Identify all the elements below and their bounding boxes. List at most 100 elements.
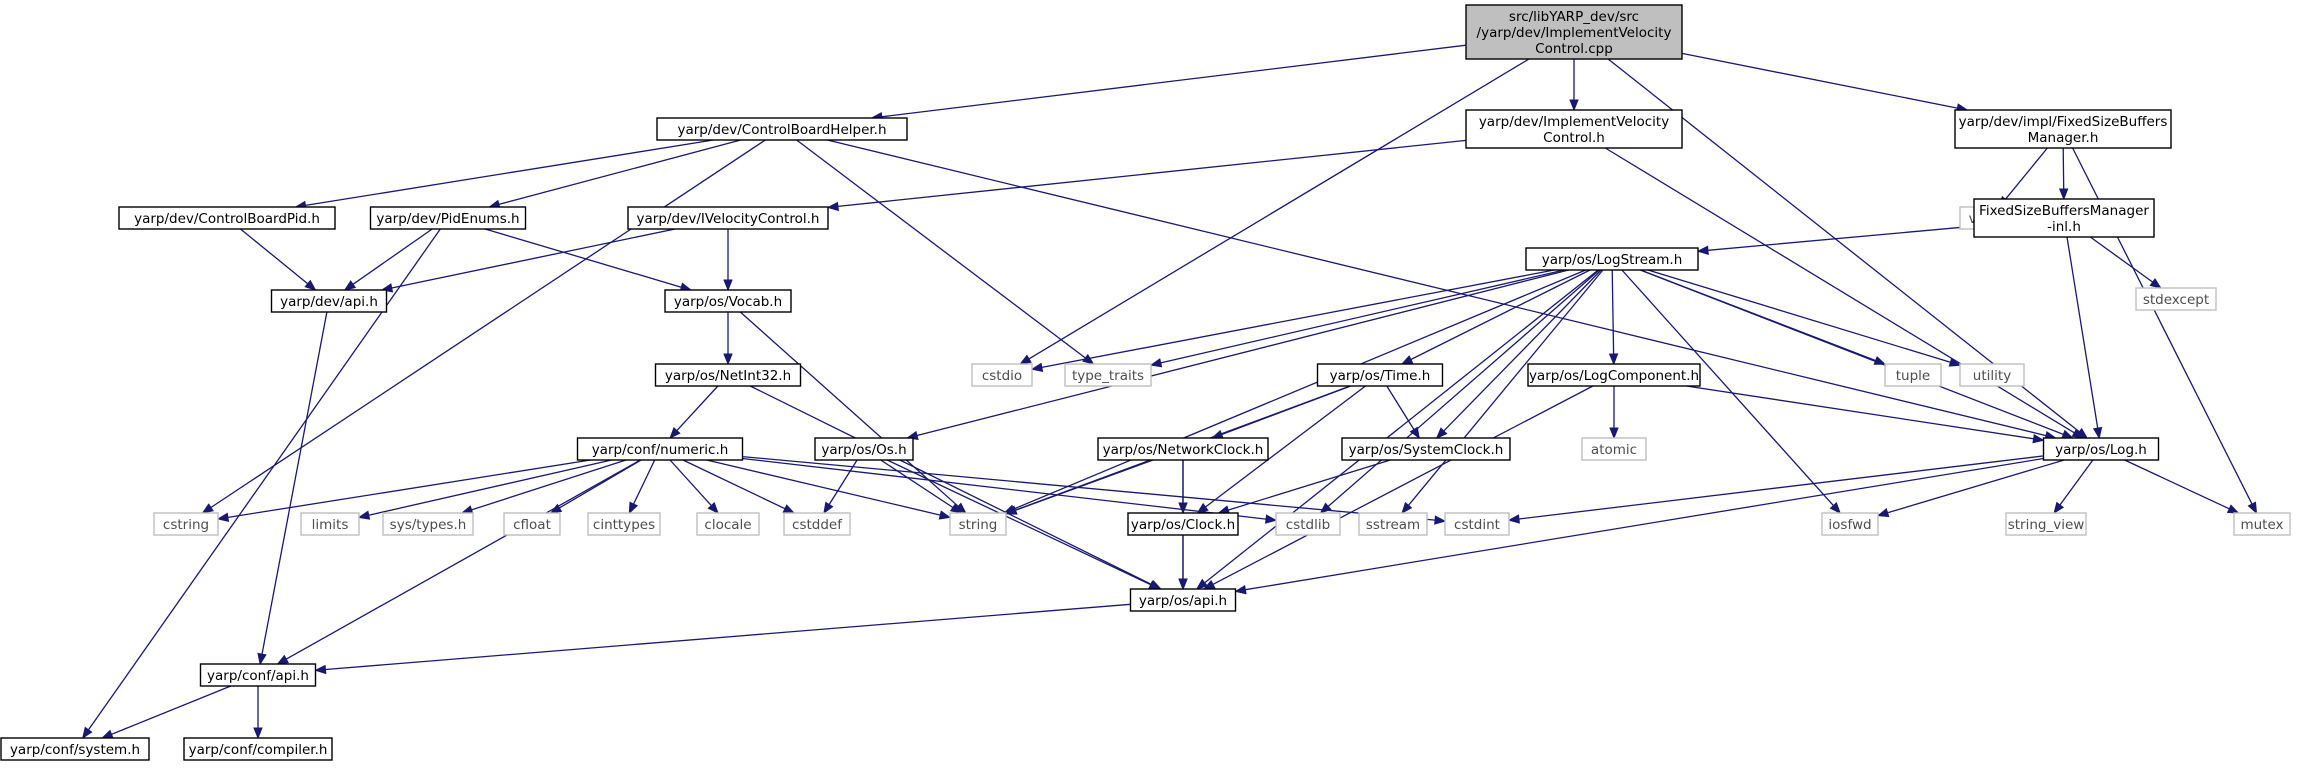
node-box bbox=[1821, 512, 1879, 536]
node-clocale[interactable]: clocale bbox=[696, 512, 760, 536]
node-box bbox=[153, 512, 219, 536]
node-sysclock[interactable]: yarp/os/SystemClock.h bbox=[1341, 437, 1511, 461]
edge-line bbox=[1327, 269, 1600, 507]
node-label: yarp/os/Os.h bbox=[821, 442, 906, 458]
node-box bbox=[199, 663, 317, 687]
edge-pidenums-to-devapi bbox=[343, 228, 433, 291]
node-logcomp[interactable]: yarp/os/LogComponent.h bbox=[1527, 363, 1701, 387]
node-label: tuple bbox=[1896, 368, 1930, 384]
node-ivelctrl[interactable]: yarp/dev/IVelocityControl.h bbox=[627, 206, 829, 230]
node-fsbminl[interactable]: FixedSizeBuffersManager-inl.h bbox=[1973, 198, 2155, 238]
node-atomic[interactable]: atomic bbox=[1581, 437, 1647, 461]
edge-arrowhead bbox=[1149, 358, 1163, 368]
edge-line bbox=[1887, 459, 2065, 514]
node-stringview[interactable]: string_view bbox=[2005, 512, 2087, 536]
node-systypes[interactable]: sys/types.h bbox=[382, 512, 474, 536]
edge-arrowhead bbox=[1265, 514, 1278, 524]
edge-ivelctrl-to-vocab bbox=[723, 229, 733, 292]
node-system[interactable]: yarp/conf/system.h bbox=[0, 737, 150, 761]
node-stdexcept[interactable]: stdexcept bbox=[2135, 287, 2217, 311]
edge-arrowhead bbox=[1609, 427, 1619, 440]
node-typetraits[interactable]: type_traits bbox=[1064, 363, 1152, 387]
node-netint32[interactable]: yarp/os/NetInt32.h bbox=[654, 363, 802, 387]
node-cstdio[interactable]: cstdio bbox=[971, 363, 1033, 387]
node-clock[interactable]: yarp/os/Clock.h bbox=[1127, 512, 1239, 536]
node-label: limits bbox=[312, 517, 349, 533]
node-label: atomic bbox=[1591, 442, 1637, 458]
node-time[interactable]: yarp/os/Time.h bbox=[1316, 363, 1444, 387]
edge-os-to-string bbox=[880, 459, 963, 514]
node-mutex[interactable]: mutex bbox=[2233, 512, 2291, 536]
edge-fsbminl-to-log bbox=[2066, 236, 2103, 440]
edge-line bbox=[305, 139, 714, 207]
edge-line bbox=[210, 139, 766, 509]
edge-line bbox=[2089, 236, 2154, 283]
node-cstring[interactable]: cstring bbox=[153, 512, 219, 536]
edge-arrowhead bbox=[1507, 514, 1520, 524]
node-osapi[interactable]: yarp/os/api.h bbox=[1129, 588, 1237, 612]
node-cfloat[interactable]: cfloat bbox=[503, 512, 561, 536]
edge-line bbox=[227, 459, 591, 519]
edge-arrowhead bbox=[707, 502, 719, 514]
node-cstdlib[interactable]: cstdlib bbox=[1275, 512, 1341, 536]
edge-line bbox=[827, 139, 2047, 437]
node-box bbox=[1973, 198, 2155, 238]
edge-line bbox=[1028, 58, 1530, 360]
node-cbpid[interactable]: yarp/dev/ControlBoardPid.h bbox=[118, 206, 336, 230]
node-compiler[interactable]: yarp/conf/compiler.h bbox=[183, 737, 333, 761]
node-vocab[interactable]: yarp/os/Vocab.h bbox=[664, 289, 792, 313]
node-cstddef[interactable]: cstddef bbox=[783, 512, 851, 536]
node-tuple[interactable]: tuple bbox=[1884, 363, 1942, 387]
node-devapi[interactable]: yarp/dev/api.h bbox=[270, 289, 388, 313]
node-confapi[interactable]: yarp/conf/api.h bbox=[199, 663, 317, 687]
node-cinttypes[interactable]: cinttypes bbox=[587, 512, 661, 536]
node-utility[interactable]: utility bbox=[1959, 363, 2025, 387]
edge-arrowhead bbox=[1696, 245, 1709, 255]
node-cbh[interactable]: yarp/dev/ControlBoardHelper.h bbox=[656, 117, 908, 141]
node-box bbox=[1358, 512, 1428, 536]
edge-arrowhead bbox=[1030, 362, 1044, 373]
node-box bbox=[118, 206, 336, 230]
edge-line bbox=[368, 459, 612, 516]
node-netclock[interactable]: yarp/os/NetworkClock.h bbox=[1097, 437, 1269, 461]
edge-logstream-to-utility bbox=[1647, 269, 1962, 367]
node-root[interactable]: src/libYARP_dev/src/yarp/dev/ImplementVe… bbox=[1465, 4, 1683, 60]
node-cstdint[interactable]: cstdint bbox=[1444, 512, 1510, 536]
edge-arrowhead bbox=[314, 664, 327, 675]
node-box bbox=[576, 437, 744, 461]
edge-fsbm-to-fsbminl bbox=[2058, 147, 2069, 201]
node-label: yarp/dev/api.h bbox=[280, 294, 378, 310]
edge-logcomp-to-atomic bbox=[1609, 386, 1619, 440]
node-label: clocale bbox=[704, 517, 751, 533]
edge-arrowhead bbox=[1876, 508, 1890, 518]
edge-arrowhead bbox=[2053, 501, 2065, 515]
edge-line bbox=[1640, 269, 2064, 436]
edge-arrowhead bbox=[1401, 501, 1413, 515]
node-pidenums[interactable]: yarp/dev/PidEnums.h bbox=[369, 206, 527, 230]
node-box bbox=[1341, 437, 1511, 461]
node-box bbox=[1444, 512, 1510, 536]
node-string[interactable]: string bbox=[949, 512, 1007, 536]
node-numeric[interactable]: yarp/conf/numeric.h bbox=[576, 437, 744, 461]
edge-line bbox=[1041, 269, 1555, 369]
edge-ivelctrl-to-devapi bbox=[380, 228, 676, 293]
edge-arrowhead bbox=[723, 353, 733, 366]
node-limits[interactable]: limits bbox=[300, 512, 360, 536]
node-label: type_traits bbox=[1072, 368, 1144, 384]
edge-numeric-to-cfloat bbox=[549, 459, 642, 514]
node-os[interactable]: yarp/os/Os.h bbox=[814, 437, 914, 461]
edge-logcomp-to-osapi bbox=[1202, 385, 1594, 590]
node-log[interactable]: yarp/os/Log.h bbox=[2042, 437, 2160, 461]
edge-line bbox=[325, 603, 1131, 671]
node-sstream[interactable]: sstream bbox=[1358, 512, 1428, 536]
edge-line bbox=[916, 269, 1569, 437]
node-fsbm[interactable]: yarp/dev/impl/FixedSizeBuffersManager.h bbox=[1954, 109, 2172, 149]
edge-arrowhead bbox=[1400, 355, 1414, 365]
node-logstream[interactable]: yarp/os/LogStream.h bbox=[1525, 247, 1699, 271]
node-iosfwd[interactable]: iosfwd bbox=[1821, 512, 1879, 536]
edge-line bbox=[1443, 269, 1602, 432]
edge-numeric-to-clocale bbox=[669, 459, 719, 514]
node-box bbox=[270, 289, 388, 313]
edge-arrowhead bbox=[2032, 433, 2045, 444]
